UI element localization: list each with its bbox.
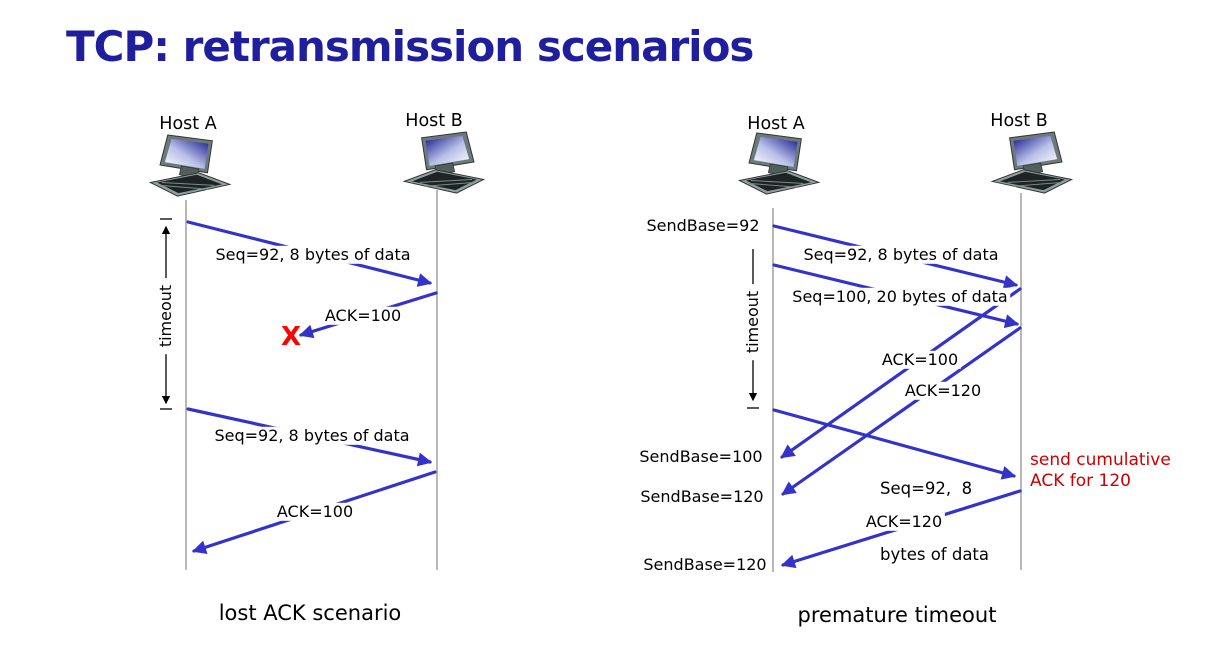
left-ack100-lost-label: ACK=100 — [321, 306, 405, 326]
right-host-b-label: Host B — [990, 110, 1048, 131]
right-ack120-arrow — [781, 326, 1022, 496]
right-seq100-label: Seq=100, 20 bytes of data — [789, 287, 1011, 307]
sendbase-120-label: SendBase=120 — [640, 486, 764, 506]
left-seq92-retransmit-label: Seq=92, 8 bytes of data — [211, 426, 413, 446]
right-ack120-label: ACK=120 — [901, 381, 985, 401]
cumulative-ack-note-line2: ACK for 120 — [1030, 471, 1131, 492]
left-host-a-label: Host A — [159, 113, 217, 134]
right-ack100-arrow — [780, 287, 1022, 459]
cumulative-ack-note: send cumulative ACK for 120 — [1030, 450, 1171, 493]
right-caption: premature timeout — [797, 602, 997, 627]
right-host-a-computer-icon — [738, 132, 820, 195]
right-ack120-cumulative-label: ACK=120 — [862, 512, 946, 532]
left-host-a-computer-icon — [149, 134, 231, 197]
right-seq92-retransmit-line1: Seq=92, 8 — [880, 478, 973, 498]
right-seq92-retransmit-line2: bytes of data — [880, 545, 990, 565]
right-seq92-retransmit-label: Seq=92, 8 bytes of data — [880, 433, 989, 611]
left-host-b-label: Host B — [405, 110, 463, 131]
left-host-b-computer-icon — [403, 131, 485, 194]
sendbase-100-label: SendBase=100 — [639, 446, 763, 466]
page-title: TCP: retransmission scenarios — [66, 22, 754, 71]
packet-loss-x-mark: X — [280, 322, 302, 353]
left-caption: lost ACK scenario — [218, 600, 402, 625]
right-host-b-computer-icon — [991, 131, 1073, 194]
right-host-a-label: Host A — [747, 113, 805, 134]
right-ack100-label: ACK=100 — [878, 350, 962, 370]
right-seq92-retransmit-arrow — [772, 408, 1017, 480]
sendbase-120-final-label: SendBase=120 — [643, 554, 767, 574]
sendbase-92-label: SendBase=92 — [646, 215, 760, 235]
right-timeout-label: timeout — [741, 283, 765, 361]
left-ack100-label: ACK=100 — [273, 502, 357, 522]
right-seq92-label: Seq=92, 8 bytes of data — [800, 245, 1002, 265]
left-timeout-label: timeout — [154, 277, 178, 355]
left-seq92-label: Seq=92, 8 bytes of data — [212, 245, 414, 265]
cumulative-ack-note-line1: send cumulative — [1030, 450, 1171, 470]
